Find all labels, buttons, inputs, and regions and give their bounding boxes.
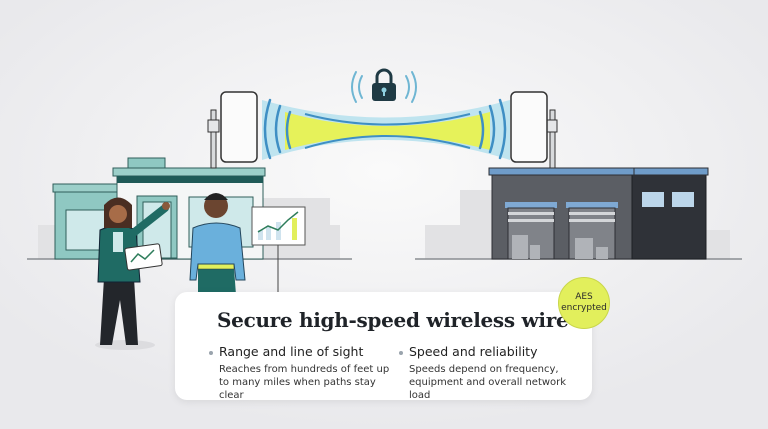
chart-board <box>251 206 306 292</box>
badge-line1: AES <box>575 292 593 302</box>
feature-heading: Range and line of sight <box>219 344 364 359</box>
info-card: Secure high-speed wireless wire Range an… <box>175 292 592 402</box>
feature-heading: Speed and reliability <box>409 344 538 359</box>
card-title: Secure high-speed wireless wire <box>217 308 569 332</box>
feature-speed: Speed and reliability Speeds depend on f… <box>399 344 589 402</box>
man-standing <box>189 193 246 295</box>
padlock-icon <box>351 68 417 103</box>
right-antenna <box>510 91 558 169</box>
wireless-beam <box>262 100 510 160</box>
feature-description: Speeds depend on frequency, equipment an… <box>409 364 567 401</box>
feature-description: Reaches from hundreds of feet up to many… <box>219 364 390 401</box>
woman-presenter <box>95 197 170 350</box>
warehouse-building <box>488 167 709 260</box>
badge-line2: encrypted <box>561 303 607 313</box>
bullet-icon <box>209 350 213 355</box>
bullet-icon <box>399 350 403 355</box>
left-antenna <box>207 91 258 169</box>
wireless-waves-icon <box>263 98 507 160</box>
feature-range: Range and line of sight Reaches from hun… <box>209 344 399 402</box>
